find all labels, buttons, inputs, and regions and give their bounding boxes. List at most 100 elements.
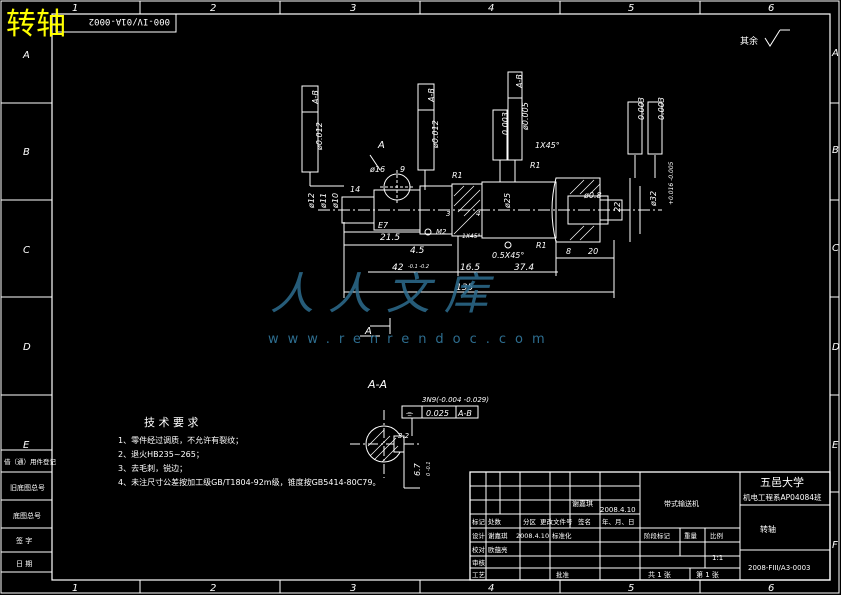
title-badge: 转轴 xyxy=(6,7,66,42)
dim-m8: ø0.8 xyxy=(583,191,602,200)
grid-col-3-bottom: 3 xyxy=(350,583,356,594)
tech-req-item-3: 3、去毛刺，锐边； xyxy=(118,463,187,473)
dim-d25: ø25 xyxy=(503,193,512,209)
tb-design-1: 谢嘉琪 xyxy=(488,531,508,540)
dim-ch2: 0.5X45° xyxy=(492,251,524,260)
dim-374: 37.4 xyxy=(514,263,534,273)
tb-stage: 阶段标记 xyxy=(644,531,671,540)
grid-rows xyxy=(1,102,839,493)
dim-215: 21.5 xyxy=(380,233,400,243)
left-strip-label-5: 日 期 xyxy=(16,560,32,568)
roughness-label: 其余 xyxy=(740,35,758,47)
section-title: A-A xyxy=(367,378,387,391)
section-depth-tol: 0 -0.1 xyxy=(426,461,432,476)
dim-e7: E7 xyxy=(378,221,389,230)
grid-row-b: B xyxy=(23,147,30,158)
section-depth: 6.7 xyxy=(413,462,422,476)
shaft-main-view xyxy=(309,154,662,337)
grid-row-e-right: E xyxy=(832,440,839,451)
svg-text:0.003: 0.003 xyxy=(637,97,646,120)
tb-drawing-no: 2008-FIII/A3-0003 xyxy=(748,564,811,572)
dim-ch3: 1X45° xyxy=(462,233,481,240)
left-strip-label-1: 借（通）用件登记 xyxy=(4,457,57,466)
dim-d14: 14 xyxy=(350,185,360,194)
section-fit: 3N9(-0.004 -0.029) xyxy=(422,396,489,404)
grid-col-2: 2 xyxy=(210,3,216,14)
dim-section-a: A xyxy=(377,140,385,151)
section-roughness: 3.2 xyxy=(398,432,410,440)
grid-col-6: 6 xyxy=(768,3,774,14)
grid-row-c-right: C xyxy=(832,243,839,254)
grid-col-1-bottom: 1 xyxy=(72,583,78,594)
svg-text:A-B: A-B xyxy=(311,90,320,105)
dim-ch1: 1X45° xyxy=(535,141,560,150)
grid-col-6-bottom: 6 xyxy=(768,583,774,594)
dim-42: 42 xyxy=(392,263,404,273)
tech-req-title: 技 术 要 求 xyxy=(144,416,199,429)
tolerance-frame-4: 0.003 0.003 xyxy=(627,97,666,155)
dim-d4: 4 xyxy=(476,210,480,218)
dim-d12: ø12 xyxy=(307,193,316,209)
left-strip-label-2: 旧底图总号 xyxy=(10,483,45,492)
tb-school: 五邑大学 xyxy=(760,475,804,489)
tb-approve: 批准 xyxy=(556,570,570,579)
tb-mark-0: 标记 xyxy=(472,517,486,526)
svg-text:ø0.012: ø0.012 xyxy=(431,120,440,149)
svg-text:0.003: 0.003 xyxy=(501,112,510,135)
dim-135: 135 xyxy=(456,283,473,293)
tolerance-frame-3: 0.003 A-B ø0.005 xyxy=(492,71,530,161)
tb-date-top: 2008.4.10 xyxy=(600,506,636,514)
svg-text:A-B: A-B xyxy=(515,74,524,89)
grid-col-1: 1 xyxy=(72,3,78,14)
tb-scale-label: 比例 xyxy=(710,531,723,540)
section-tol-symbol: ⌯ xyxy=(406,409,414,419)
tb-sheet-no: 第 1 张 xyxy=(696,570,719,579)
grid-row-b-right: B xyxy=(832,145,839,156)
dim-165: 16.5 xyxy=(460,263,480,273)
left-strip-label-4: 签 字 xyxy=(16,536,32,545)
dim-d32: ø32 xyxy=(649,191,658,207)
tb-designer-top: 谢嘉琪 xyxy=(572,499,593,508)
tb-design-0: 设计 xyxy=(472,531,486,540)
title-block-grid xyxy=(469,471,831,581)
dim-d10: ø10 xyxy=(331,193,340,209)
drawing-code-box xyxy=(55,13,177,33)
svg-text:0.003: 0.003 xyxy=(657,97,666,120)
dim-m2: M2 xyxy=(436,228,447,236)
tech-req-item-4: 4、未注尺寸公差按加工级GB/T1804-92m级，锥度按GB5414-80C7… xyxy=(118,477,380,487)
tolerance-frame-1: A-B ø0.012 xyxy=(301,85,324,173)
tb-check-0: 校对 xyxy=(472,545,486,554)
tb-part-name: 转轴 xyxy=(760,524,776,534)
watermark-url: www.renrendoc.com xyxy=(268,332,554,347)
tolerance-frame-2: A-B ø0.012 xyxy=(417,83,440,171)
dim-d32tol: +0.016 -0.005 xyxy=(668,161,675,205)
tb-process: 工艺 xyxy=(472,571,486,579)
dim-d22: 22 xyxy=(613,202,622,212)
dim-r1a: R1 xyxy=(452,171,463,180)
dim-42tol: -0.1 -0.2 xyxy=(408,264,429,270)
dim-d9: 9 xyxy=(400,165,405,174)
grid-row-c: C xyxy=(23,245,30,256)
dim-section-a-lower: A xyxy=(364,326,372,337)
tb-mark-5: 年、月、日 xyxy=(602,517,635,526)
watermark-logo: 人人文库 xyxy=(270,269,502,320)
dim-d3: 3 xyxy=(446,210,450,218)
roughness-check-icon xyxy=(764,29,790,47)
tb-review: 审核 xyxy=(472,558,486,567)
grid-row-f-right: F xyxy=(832,540,838,551)
dim-r1b: R1 xyxy=(530,161,541,170)
grid-columns-top xyxy=(139,1,701,593)
dim-d11: ø11 xyxy=(319,193,328,209)
grid-row-e: E xyxy=(23,440,30,451)
tb-sheets: 共 1 张 xyxy=(648,570,671,579)
grid-col-5-bottom: 5 xyxy=(628,583,634,594)
dim-r1c: R1 xyxy=(536,241,547,250)
tb-scale: 1:1 xyxy=(712,554,723,562)
tb-mark-2: 分区 xyxy=(523,517,537,526)
drawing-code-text: 000-IV/01A-0002 xyxy=(89,16,170,26)
tb-mark-1: 处数 xyxy=(488,517,502,526)
tb-check-1: 欧蕴亮 xyxy=(488,545,508,554)
tb-dept: 机电工程系AP04084班 xyxy=(743,492,822,502)
grid-row-a-right: A xyxy=(831,48,839,59)
